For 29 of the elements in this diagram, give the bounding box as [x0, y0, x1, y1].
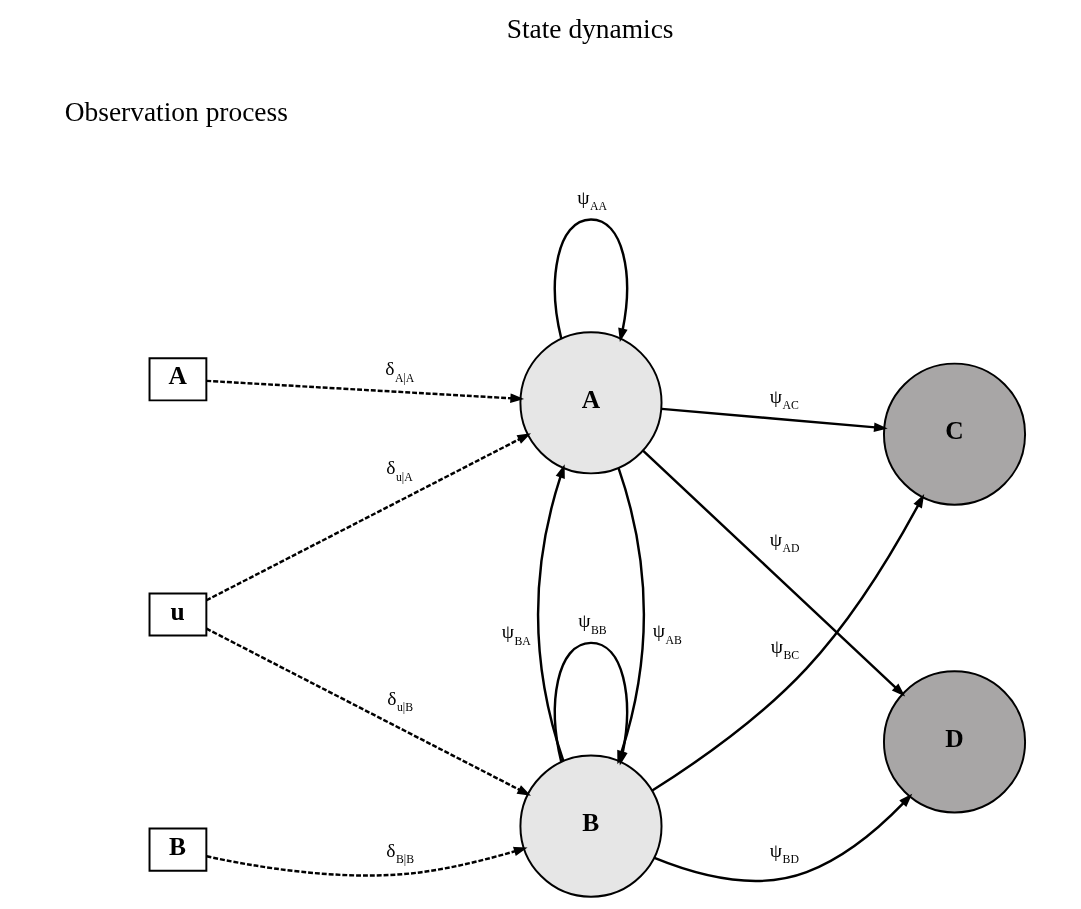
arrow	[661, 407, 888, 433]
arrow	[553, 218, 628, 343]
edge-label: δ$_{A|A}$	[384, 358, 414, 385]
node-circle: C	[882, 362, 1026, 506]
node-box: u	[148, 592, 207, 637]
label: Observation process	[64, 96, 288, 127]
arrow	[205, 433, 531, 602]
edge-label: ψ$_{BB}$	[577, 610, 607, 637]
node-box: A	[148, 357, 207, 402]
arrow	[641, 449, 905, 697]
edge-label: δ$_{u|B}$	[386, 687, 413, 715]
edge-label: ψ$_{BA}$	[501, 621, 531, 648]
edge-label: ψ$_{AA}$	[576, 186, 607, 214]
edge-label: ψ$_{AB}$	[652, 620, 682, 647]
edge-label: ψ$_{BC}$	[770, 635, 799, 663]
edge-label: δ$_{B|B}$	[385, 839, 414, 867]
edge-label: δ$_{u|A}$	[385, 457, 413, 484]
arrow	[653, 793, 912, 883]
arrow	[205, 627, 531, 796]
edge-label: ψ$_{BD}$	[769, 839, 799, 867]
node-box: B	[148, 827, 207, 872]
edge-label: ψ$_{AD}$	[769, 528, 800, 556]
arrow	[205, 379, 524, 404]
edge-label: ψ$_{AC}$	[769, 385, 799, 413]
node-circle: D	[882, 670, 1026, 814]
label: State dynamics	[506, 14, 673, 45]
arrow	[536, 464, 565, 762]
arrow	[205, 846, 528, 877]
arrow	[651, 494, 924, 792]
